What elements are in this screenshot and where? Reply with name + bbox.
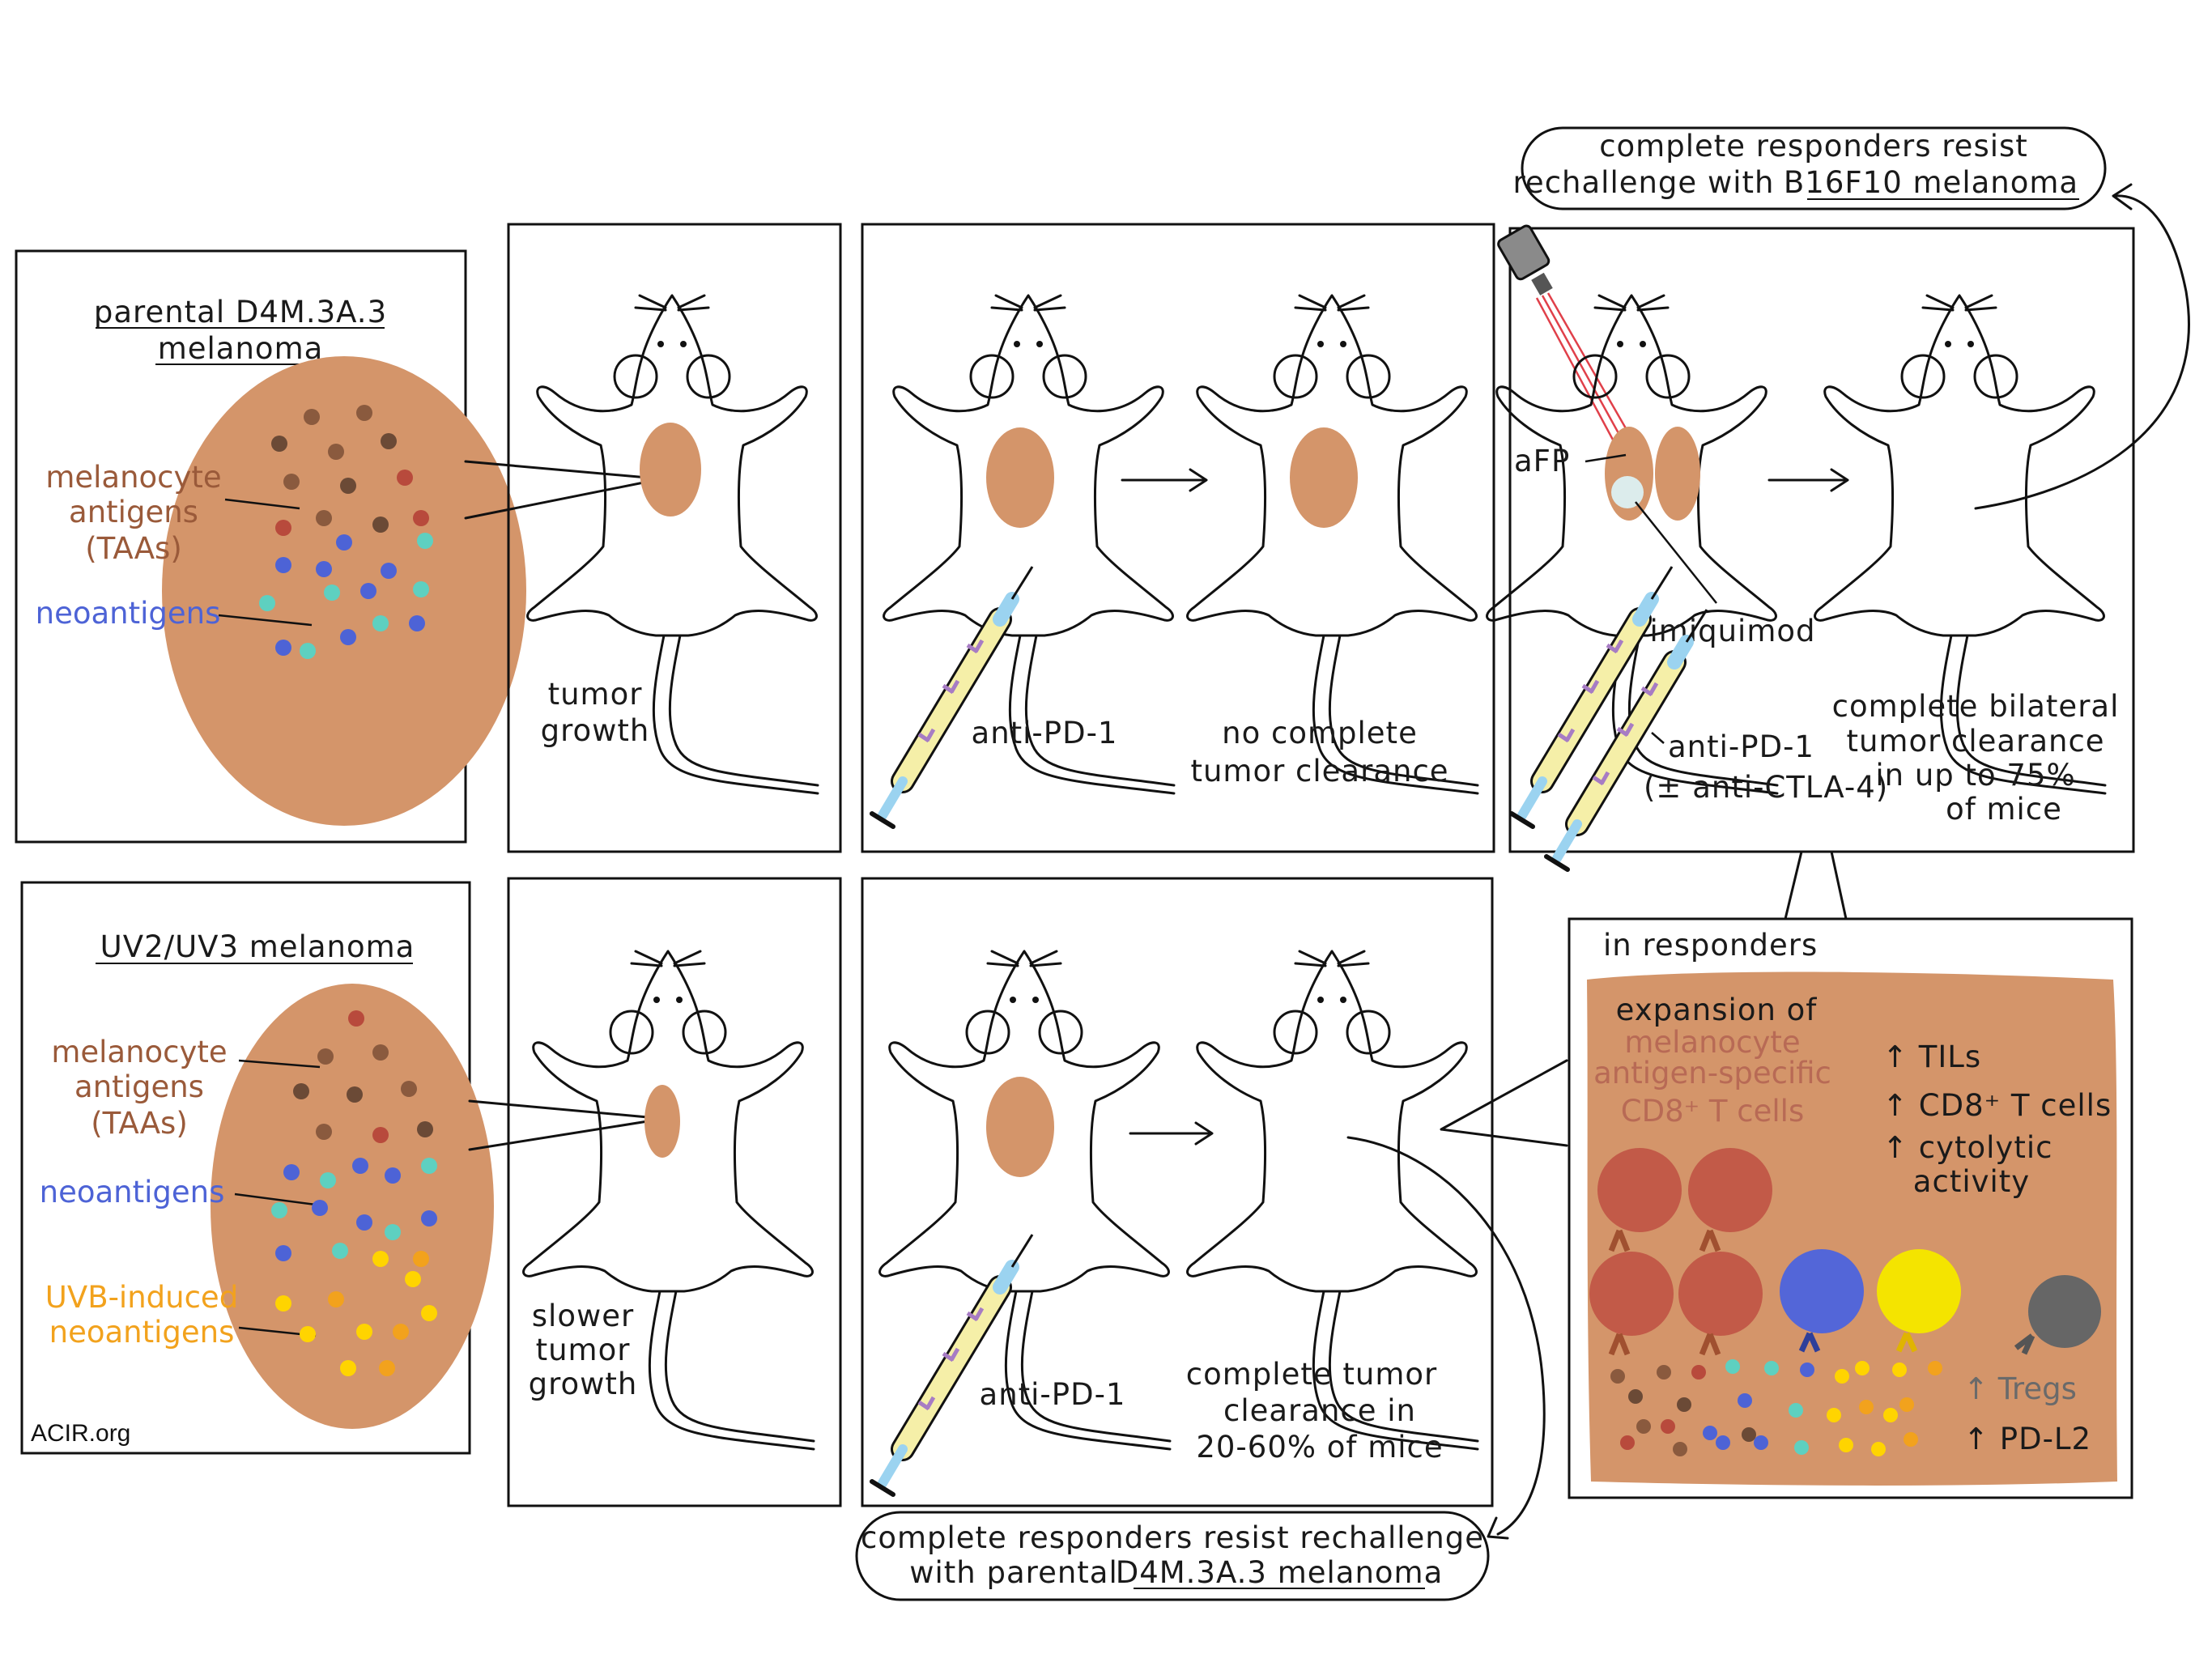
top-pd1-tumor-before xyxy=(986,427,1054,528)
expansion-faint-2: antigen-specific xyxy=(1593,1056,1831,1090)
yellow-immune-cell xyxy=(1877,1249,1961,1353)
parental-tumor-blob xyxy=(162,356,526,826)
combo-outcome-2: tumor clearance xyxy=(1846,724,2104,759)
combo-outcome-3: in up to 75% xyxy=(1875,758,2075,793)
parental-melanocyte-label-3: (TAAs) xyxy=(85,531,182,566)
responders-background xyxy=(1587,971,2117,1486)
bottom-rechallenge-line2-underlined: D4M.3A.3 melanoma xyxy=(1116,1555,1444,1590)
expansion-faint-1: melanocyte xyxy=(1624,1025,1800,1060)
pdl2-label: ↑ PD-L2 xyxy=(1963,1422,2091,1456)
top-growth-label-2: growth xyxy=(541,713,650,748)
bottom-pd1-outcome-1: complete tumor xyxy=(1186,1357,1437,1392)
top-combo-panel: aFP imiquimod anti-PD-1 (± anti-CTLA-4) … xyxy=(1486,224,2135,869)
parental-callout xyxy=(464,460,649,520)
uv-neoantigen-label: neoantigens xyxy=(40,1175,225,1209)
top-rechallenge-line2-prefix: rechallenge with xyxy=(1513,165,1775,200)
imiquimod-blob xyxy=(1611,476,1644,508)
bottom-growth-label-2: tumor xyxy=(536,1333,631,1367)
increase-cd8: ↑ CD8⁺ T cells xyxy=(1882,1088,2112,1123)
laser-device xyxy=(1497,224,1553,295)
top-rechallenge-line1: complete responders resist xyxy=(1599,129,2028,164)
afp-label: aFP xyxy=(1514,444,1570,478)
top-pd1-panel: anti-PD-1 no complete tumor clearance xyxy=(862,223,1495,853)
bottom-pd1-outcome-3: 20-60% of mice xyxy=(1196,1430,1443,1465)
increase-activity: activity xyxy=(1913,1164,2030,1199)
increase-tils: ↑ TILs xyxy=(1882,1039,1981,1074)
uv-tumor-panel: UV2/UV3 melanoma melanocyte antigens (TA… xyxy=(20,881,494,1455)
combo-to-responders-callout xyxy=(1784,850,1848,920)
bottom-rechallenge-line2-prefix: with parental xyxy=(909,1555,1118,1590)
top-pd1-drug-label: anti-PD-1 xyxy=(972,716,1118,750)
top-rechallenge-bubble: complete responders resist rechallenge w… xyxy=(1513,126,2107,210)
top-pd1-outcome-1: no complete xyxy=(1222,716,1418,750)
bottom-pd1-outcome-2: clearance in xyxy=(1223,1393,1416,1428)
parental-title-line2: melanoma xyxy=(158,331,324,366)
top-growth-label-1: tumor xyxy=(548,677,643,712)
parental-tumor-panel: parental D4M.3A.3 melanoma melanocyte an… xyxy=(15,249,526,844)
cd8-t-cell xyxy=(1589,1252,1674,1356)
uv-melanocyte-label-3: (TAAs) xyxy=(91,1106,188,1141)
uv-callout xyxy=(468,1099,649,1151)
credit-text: ACIR.org xyxy=(31,1420,130,1447)
combo-tumor-right xyxy=(1655,427,1700,521)
combo-outcome-4: of mice xyxy=(1946,792,2062,827)
parental-melanocyte-label-1: melanocyte xyxy=(45,460,221,495)
increase-cytolytic: ↑ cytolytic xyxy=(1882,1130,2052,1165)
uv-uvb-label-1: UVB-induced xyxy=(45,1280,238,1315)
tregs-label: ↑ Tregs xyxy=(1963,1371,2077,1406)
pd1-to-responders-callout xyxy=(1440,1059,1568,1147)
uv-antigen-dots xyxy=(271,1010,437,1376)
bottom-rechallenge-line1: complete responders resist rechallenge xyxy=(861,1520,1484,1555)
uv-melanocyte-label-2: antigens xyxy=(74,1069,204,1104)
bottom-growth-panel: slower tumor growth xyxy=(507,877,842,1507)
top-pd1-outcome-2: tumor clearance xyxy=(1190,754,1448,789)
uv-uvb-label-2: neoantigens xyxy=(49,1315,235,1350)
parental-neoantigen-label: neoantigens xyxy=(36,596,221,631)
top-pd1-syringe xyxy=(872,567,1032,827)
imiquimod-label: imiquimod xyxy=(1650,614,1816,648)
bottom-pd1-drug-label: anti-PD-1 xyxy=(980,1377,1126,1412)
bottom-pd1-tumor xyxy=(986,1077,1054,1177)
top-growth-panel: tumor growth xyxy=(507,223,842,853)
bottom-pd1-panel: anti-PD-1 complete tumor clearance in 20… xyxy=(862,877,1494,1507)
parental-melanocyte-label-2: antigens xyxy=(69,495,198,529)
combo-drug-1: anti-PD-1 xyxy=(1668,729,1814,764)
bottom-growth-label-3: growth xyxy=(529,1367,638,1401)
bottom-growth-label-1: slower xyxy=(532,1299,634,1333)
uv-title: UV2/UV3 melanoma xyxy=(100,929,415,964)
top-growth-tumor xyxy=(640,423,701,517)
laser-beam xyxy=(1535,292,1637,453)
responders-title: in responders xyxy=(1603,928,1818,963)
expansion-faint-3: CD8⁺ T cells xyxy=(1621,1094,1804,1129)
top-pd1-tumor-after xyxy=(1290,427,1358,528)
cd8-t-cell xyxy=(1678,1252,1763,1356)
bottom-growth-tumor xyxy=(644,1085,680,1158)
responders-panel: in responders expansion of melanocyte an… xyxy=(1568,917,2133,1499)
combo-drug-2: (± anti-CTLA-4) xyxy=(1644,770,1888,805)
top-rechallenge-arrow xyxy=(1974,194,2190,510)
cd8-t-cell xyxy=(1688,1148,1772,1252)
responders-antigen-dots xyxy=(1610,1359,1942,1456)
blue-immune-cell xyxy=(1780,1249,1864,1353)
cd8-t-cell xyxy=(1597,1148,1682,1252)
combo-outcome-1: complete bilateral xyxy=(1832,689,2120,724)
bottom-rechallenge-bubble: complete responders resist rechallenge w… xyxy=(855,1511,1490,1601)
treg-cell xyxy=(2014,1275,2101,1355)
top-rechallenge-line2-underlined: B16F10 melanoma xyxy=(1784,165,2078,200)
expansion-line1: expansion of xyxy=(1616,993,1818,1027)
bottom-rechallenge-arrow xyxy=(1346,1136,1546,1536)
uv-melanocyte-label-1: melanocyte xyxy=(51,1035,227,1069)
parental-antigen-dots xyxy=(259,405,433,659)
parental-title-line1: parental D4M.3A.3 xyxy=(94,295,387,329)
